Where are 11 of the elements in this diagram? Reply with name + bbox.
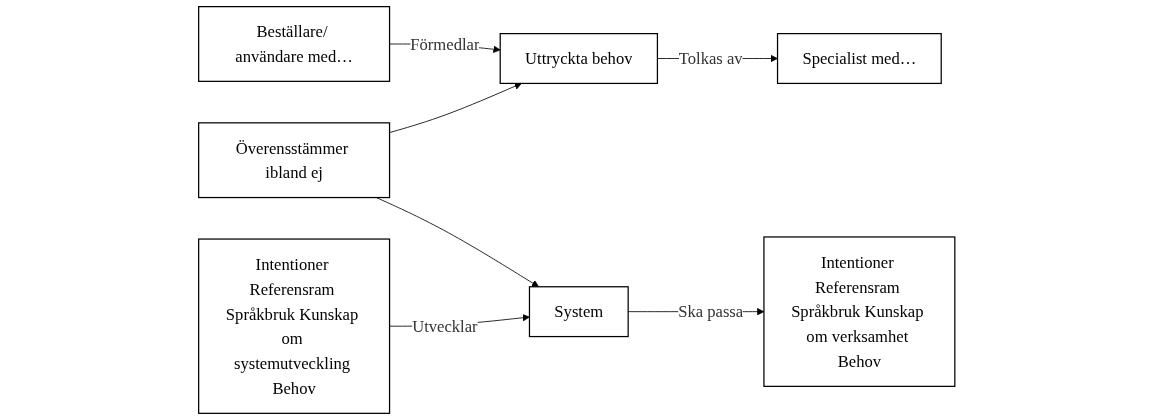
edge-label: Förmedlar bbox=[410, 34, 480, 54]
node-box: Intentioner Referensram Språkbruk Kunskap om systemutveckling Behov bbox=[198, 238, 391, 414]
node-box: Uttryckta behov bbox=[499, 33, 659, 85]
node-box: Specialist med… bbox=[777, 33, 943, 85]
edge-label: Utvecklar bbox=[412, 317, 478, 336]
edge-label: Tolkas av bbox=[679, 49, 743, 68]
node-box: Överensstämmer ibland ej bbox=[198, 122, 391, 199]
edge-label: Ska passa bbox=[678, 302, 744, 321]
node-box: Intentioner Referensram Språkbruk Kunskap om verksamhet Behov bbox=[763, 236, 956, 387]
node-box: Beställare/ användare med… bbox=[198, 6, 391, 82]
node-box: System bbox=[529, 286, 630, 338]
